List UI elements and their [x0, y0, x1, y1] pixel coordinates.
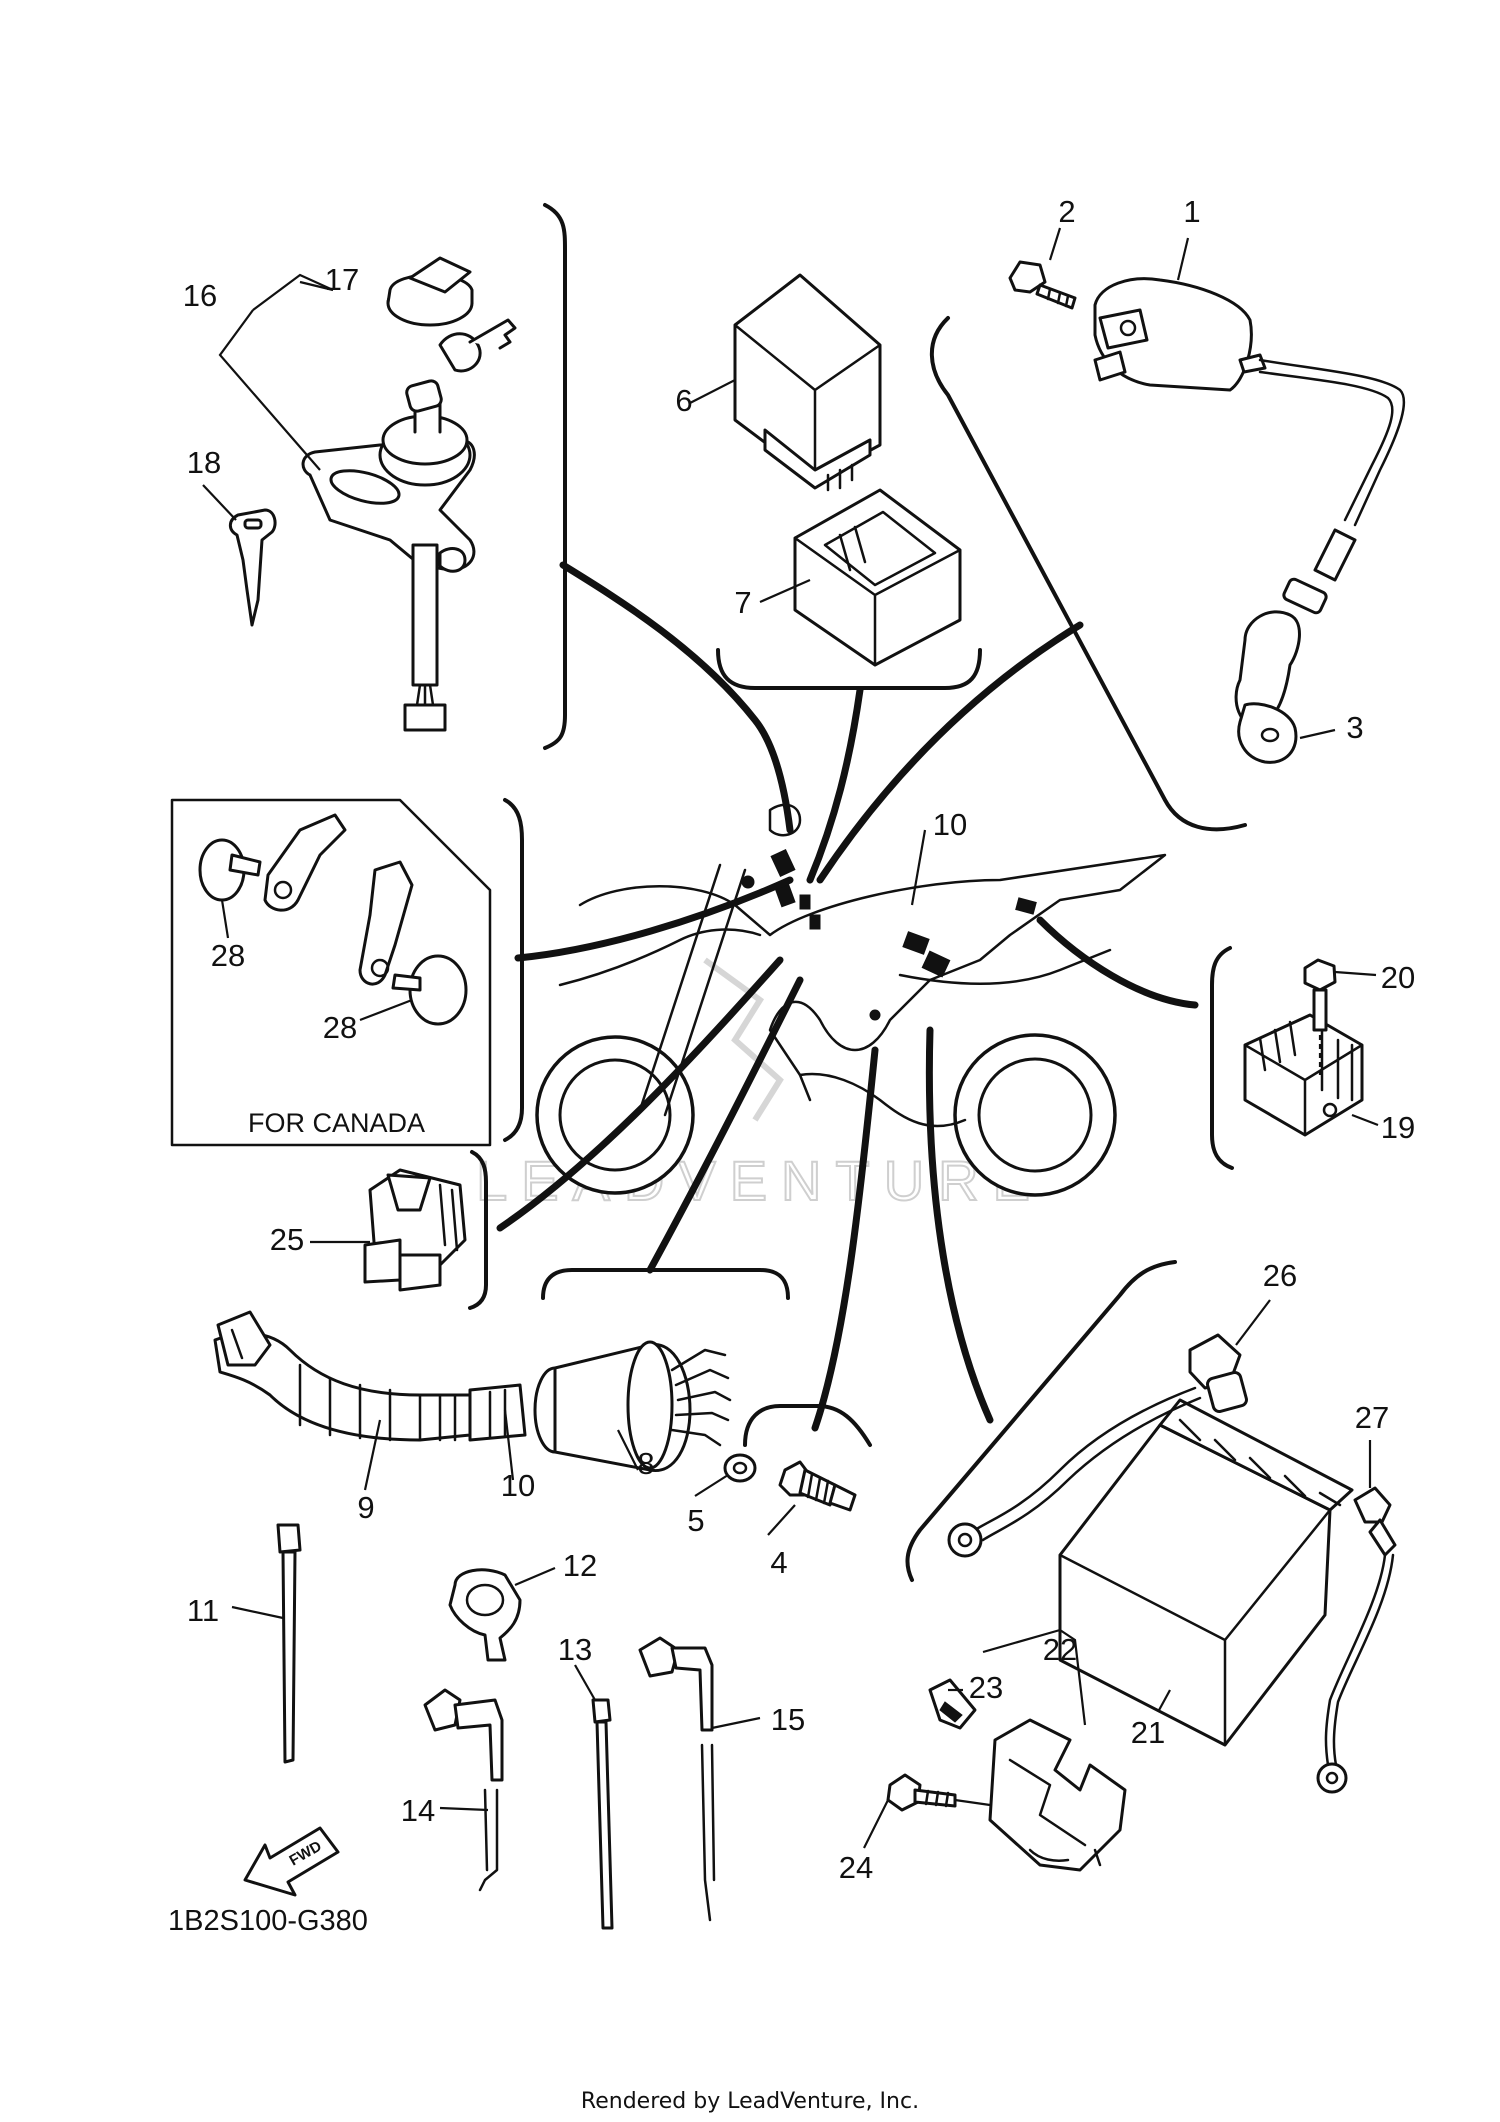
cable-tie-11 [276, 1523, 302, 1764]
bracket-neutral-switch-group [743, 1404, 872, 1447]
bolt-24 [886, 1773, 991, 1812]
battery-lead-26 [947, 1333, 1248, 1558]
callout-14: 14 [401, 1793, 435, 1828]
washer-5 [723, 1453, 757, 1483]
main-switch-assembly [301, 256, 517, 732]
callout-2: 2 [1058, 194, 1075, 229]
callout-12: 12 [563, 1548, 597, 1583]
rectifier-regulator-19 [1243, 1013, 1364, 1137]
callout-4: 4 [770, 1545, 787, 1580]
holder-23 [928, 1678, 977, 1730]
battery-band-22 [988, 1718, 1127, 1872]
callout-6: 6 [675, 383, 692, 418]
band-14 [423, 1688, 504, 1892]
callout-11: 11 [187, 1593, 219, 1628]
bracket-rectifier-group [1210, 946, 1234, 1170]
callout-28-top: 28 [211, 938, 245, 973]
callout-21: 21 [1131, 1715, 1165, 1750]
harness-routing-lines [496, 561, 1199, 1432]
callout-17: 17 [325, 262, 359, 297]
reference-code: 1B2S100-G380 [168, 1905, 368, 1937]
bracket-ignition-coil-group [929, 316, 1247, 832]
bolt-2 [1008, 260, 1077, 310]
callout-27: 27 [1355, 1400, 1389, 1435]
callout-3: 3 [1346, 710, 1363, 745]
ignition-coil-1 [1093, 277, 1406, 527]
motorcycle-outline [535, 803, 1167, 1197]
canada-box: FOR CANADA [170, 798, 492, 1147]
callout-13: 13 [558, 1632, 592, 1667]
canada-box-label: FOR CANADA [248, 1108, 425, 1138]
neutral-switch-4 [778, 1460, 857, 1512]
callout-10-bike: 10 [933, 807, 967, 842]
bracket-relay-25-group [468, 1150, 488, 1310]
harness-9-8-10 [213, 1310, 732, 1472]
callout-18: 18 [187, 445, 221, 480]
callout-20: 20 [1381, 960, 1415, 995]
footer-credit: Rendered by LeadVenture, Inc. [581, 2089, 919, 2114]
callout-9: 9 [357, 1490, 374, 1525]
fwd-arrow-icon: FWD [243, 1826, 340, 1897]
cable-tie-13 [591, 1698, 614, 1930]
callout-1: 1 [1183, 194, 1200, 229]
leader-16 [218, 273, 334, 471]
spark-plug-cap-3 [1234, 528, 1357, 764]
callout-22: 22 [1043, 1632, 1077, 1667]
bracket-canada-group [503, 798, 524, 1142]
bracket-harness-group [541, 1268, 790, 1300]
bracket-relay-group [716, 648, 982, 690]
callout-8: 8 [637, 1446, 654, 1481]
callout-leaders [202, 227, 1379, 1849]
key [228, 508, 277, 627]
callout-numbers: 1 2 3 4 5 6 7 8 9 10 10 11 12 13 14 15 1… [183, 194, 1415, 1885]
relay-unit-6 [733, 273, 882, 492]
relay-25 [363, 1168, 467, 1292]
clamp-12 [448, 1568, 522, 1662]
callout-24: 24 [839, 1850, 873, 1885]
battery-lead-27 [1316, 1486, 1397, 1794]
bracket-ignition-group [543, 203, 567, 750]
callout-19: 19 [1381, 1110, 1415, 1145]
callout-26: 26 [1263, 1258, 1297, 1293]
callout-7: 7 [734, 585, 751, 620]
callout-16: 16 [183, 278, 217, 313]
bracket-battery-group [905, 1260, 1177, 1582]
callout-5: 5 [687, 1503, 704, 1538]
bolt-20 [1303, 958, 1337, 1075]
callout-25: 25 [270, 1222, 304, 1257]
band-15 [638, 1636, 716, 1922]
callout-23: 23 [969, 1670, 1003, 1705]
callout-15: 15 [771, 1702, 805, 1737]
callout-28-bottom: 28 [323, 1010, 357, 1045]
relay-cover-7 [793, 488, 962, 667]
callout-10-harness: 10 [501, 1468, 535, 1503]
